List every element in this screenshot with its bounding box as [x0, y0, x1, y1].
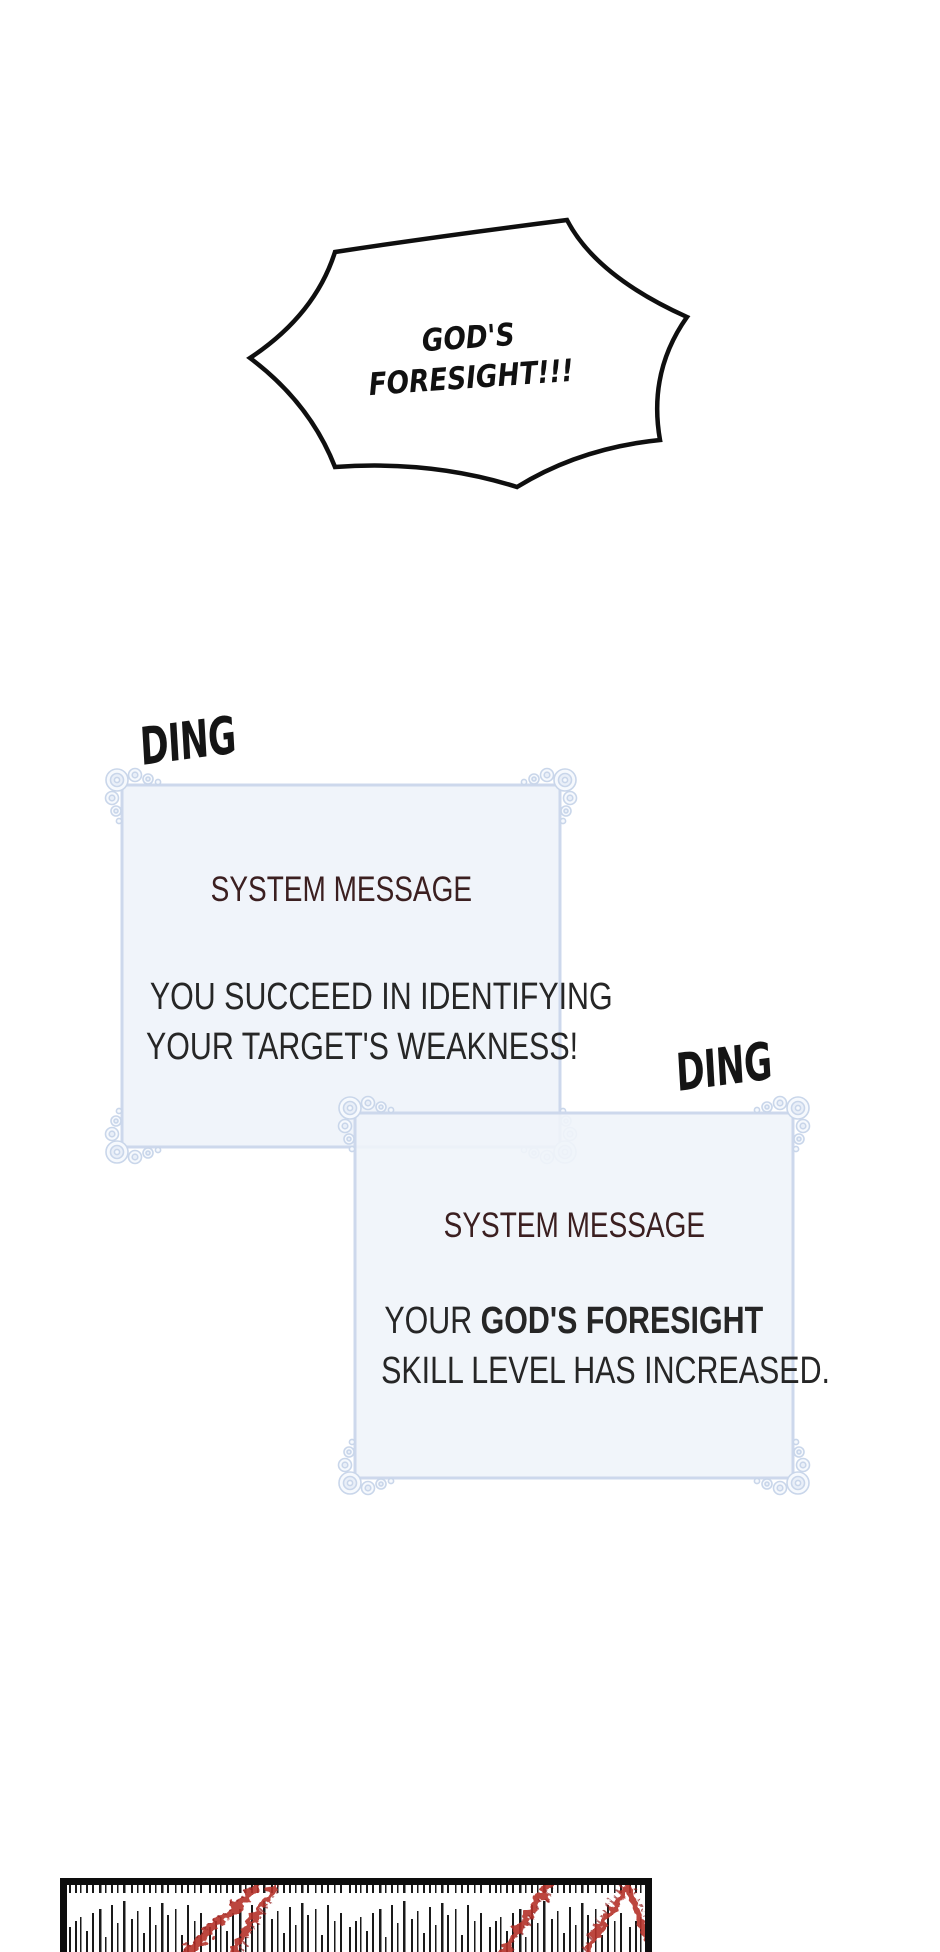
system-box-1-body: YOU SUCCEED IN IDENTIFYING YOUR TARGET'S… [92, 972, 613, 1072]
shout-line-1: GOD'S [420, 316, 517, 360]
system-box-2-line-1: YOUR GOD'S FORESIGHT [384, 1300, 764, 1342]
sfx-ding-1: DING [138, 705, 238, 778]
system-box-1-line-2: YOUR TARGET'S WEAKNESS! [146, 1026, 579, 1068]
system-box-2-frame [337, 1095, 811, 1496]
claw-marks [180, 1885, 645, 1952]
system-box-1-title: SYSTEM MESSAGE [210, 870, 472, 909]
action-panel-art [67, 1885, 645, 1952]
system-box-2-line-2: SKILL LEVEL HAS INCREASED. [381, 1350, 830, 1392]
bottom-action-panel [60, 1878, 652, 1952]
speed-lines [67, 1885, 645, 1952]
claw-marks-speckle [179, 1885, 645, 1952]
system-box-1-line-1: YOU SUCCEED IN IDENTIFYING [149, 976, 613, 1018]
system-box-2-body: YOUR GOD'S FORESIGHT SKILL LEVEL HAS INC… [325, 1296, 830, 1396]
system-box-1-frame [104, 767, 578, 1165]
shout-bubble [246, 217, 691, 490]
skill-name-bold: GOD'S FORESIGHT [480, 1300, 764, 1342]
sfx-ding-2: DING [674, 1031, 774, 1104]
system-box-2-title: SYSTEM MESSAGE [443, 1206, 705, 1245]
